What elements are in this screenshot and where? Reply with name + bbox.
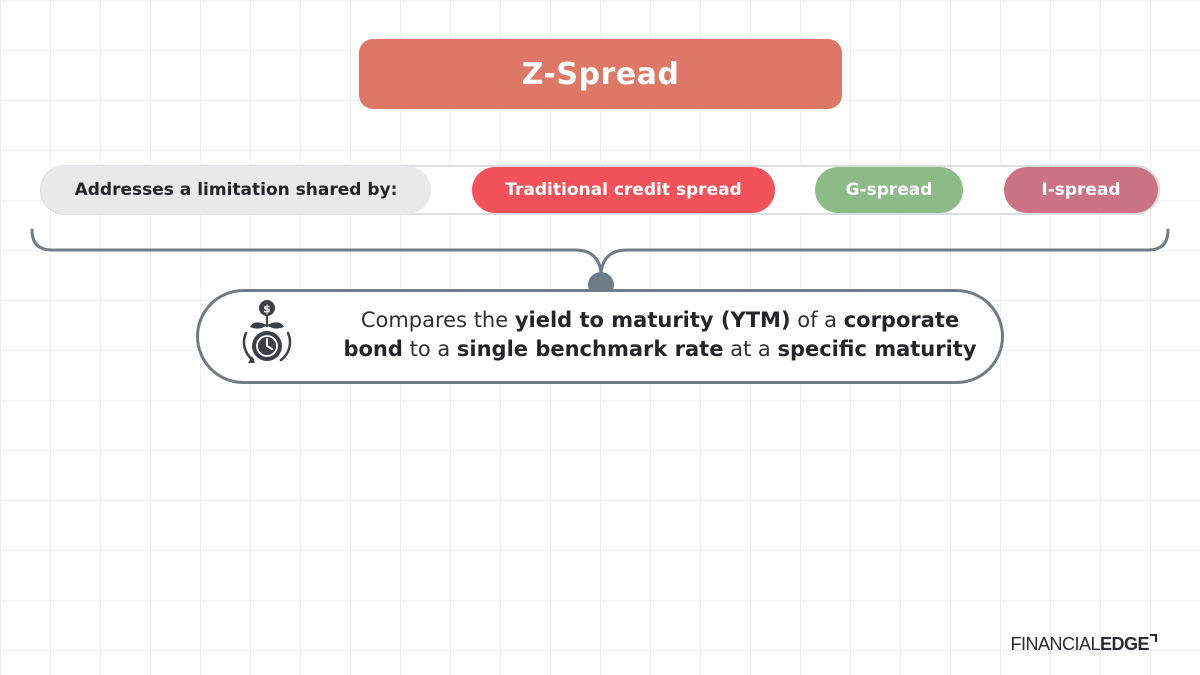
financial-edge-logo: FINANCIALEDGE: [1010, 634, 1157, 655]
logo-part2: EDGE: [1099, 634, 1150, 654]
pill-label: G-spread: [845, 180, 933, 200]
description-emphasis: single benchmark rate: [456, 337, 724, 361]
description-segment: Compares the: [360, 308, 515, 332]
pill-g-spread: G-spread: [815, 167, 963, 213]
description-segment: of a: [790, 308, 844, 332]
description-segment: at a: [723, 337, 778, 361]
pill-label: I-spread: [1041, 180, 1121, 200]
logo-part1: FINANCIAL: [1010, 634, 1100, 654]
logo-corner-icon: [1150, 634, 1157, 642]
brace-line: [30, 228, 1170, 273]
description-box: [196, 289, 1004, 384]
description-emphasis: specific maturity: [777, 337, 977, 361]
pill-label: Traditional credit spread: [505, 180, 742, 200]
svg-text:$: $: [263, 303, 271, 316]
description-segment: to a: [402, 337, 457, 361]
description-emphasis: yield to maturity (YTM): [514, 308, 791, 332]
description-emphasis: corporate bond: [343, 308, 960, 361]
money-plant-clock-icon: $: [242, 300, 292, 363]
curly-brace-connector: [30, 228, 1170, 298]
pill-i-spread: I-spread: [1004, 167, 1158, 213]
pill-traditional-credit-spread: Traditional credit spread: [472, 167, 775, 213]
limitation-label: Addresses a limitation shared by:: [41, 166, 431, 214]
page-title: Z-Spread: [521, 56, 680, 92]
title-box: Z-Spread: [359, 39, 842, 109]
limitation-label-text: Addresses a limitation shared by:: [74, 180, 398, 200]
description-text: Compares the yield to maturity (YTM) of …: [330, 306, 990, 364]
